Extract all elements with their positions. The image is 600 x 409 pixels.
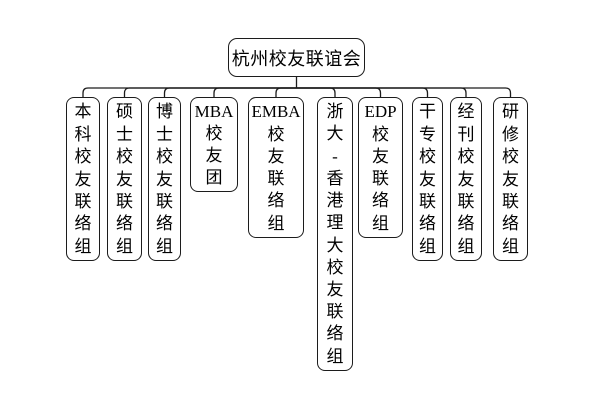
- org-node-text-row: 联: [457, 191, 475, 211]
- org-node-text-row: 浙: [326, 102, 344, 122]
- org-node-2: 硕士校友联络组: [107, 97, 142, 261]
- org-node-text-row: 校: [116, 147, 133, 167]
- org-node-text-row: 络: [502, 214, 519, 234]
- org-node-text-row: 友: [326, 279, 344, 299]
- org-node-text-row: 港: [326, 191, 344, 211]
- org-node-text-row: MBA: [194, 102, 234, 121]
- org-node-text-row: 联: [74, 191, 92, 211]
- org-node-root-label: 杭州校友联谊会: [231, 48, 362, 69]
- org-node-text-row: 友: [502, 169, 519, 189]
- org-node-text-row: 校: [372, 124, 389, 144]
- org-node-text-row: 团: [205, 168, 223, 187]
- org-node-text-row: 校: [156, 147, 173, 167]
- org-node-text-row: 友: [419, 169, 436, 189]
- org-node-text-row: 组: [156, 236, 173, 256]
- org-node-text-row: 校: [205, 124, 223, 143]
- org-node-text-row: 友: [372, 146, 389, 166]
- org-node-text-row: 大: [326, 124, 344, 144]
- org-node-text-row: 校: [419, 147, 436, 167]
- org-node-text-row: 联: [267, 169, 285, 189]
- org-node-text-row: 联: [419, 191, 436, 211]
- org-node-text-row: EDP: [364, 102, 397, 122]
- org-node-text-row: 络: [156, 214, 173, 234]
- org-node-text-row: 校: [502, 147, 519, 167]
- org-node-text-row: 香: [326, 168, 344, 188]
- org-node-text-row: 联: [326, 302, 344, 322]
- org-node-text-row: 络: [267, 191, 285, 211]
- org-node-text-row: 组: [372, 213, 389, 233]
- org-node-text-row: 联: [502, 191, 519, 211]
- org-node-text-row: 硕: [116, 102, 133, 122]
- org-node-text-row: 科: [74, 124, 92, 144]
- org-node-text-row: 络: [326, 324, 344, 344]
- org-node-text-row: 修: [502, 124, 519, 144]
- org-node-text-row: 本: [74, 102, 92, 122]
- org-node-text-row: 大: [326, 235, 344, 255]
- org-node-text-row: EMBA: [251, 102, 301, 122]
- org-node-text-row: 校: [74, 147, 92, 167]
- org-node-text-row: 络: [372, 191, 389, 211]
- org-node-text-row: 联: [372, 169, 389, 189]
- org-node-3: 博士校友联络组: [148, 97, 181, 261]
- org-node-text-row: 干: [419, 102, 436, 122]
- org-node-text-row: 组: [502, 236, 519, 256]
- org-node-10: 研修校友联络组: [493, 97, 528, 261]
- org-node-text-row: 组: [267, 213, 285, 233]
- org-node-4: MBA 校友团: [190, 97, 238, 192]
- org-node-text-row: -: [332, 146, 338, 166]
- org-node-text-row: 研: [502, 102, 519, 122]
- org-node-8: 干专校友联络组: [412, 97, 443, 261]
- org-node-9: 经刊校友联络组: [450, 97, 482, 261]
- org-node-text-row: 士: [116, 124, 133, 144]
- org-node-text-row: 友: [205, 146, 223, 165]
- org-node-text-row: 组: [116, 236, 133, 256]
- org-node-text-row: 联: [156, 191, 173, 211]
- org-node-text-row: 联: [116, 191, 133, 211]
- org-node-text-row: 理: [326, 213, 344, 233]
- org-node-text-row: 博: [156, 102, 173, 122]
- org-node-text-row: 络: [457, 214, 475, 234]
- org-node-text-row: 友: [267, 146, 285, 166]
- org-node-root: 杭州校友联谊会: [228, 38, 365, 77]
- org-node-text-row: 组: [419, 236, 436, 256]
- org-node-text-row: 友: [74, 169, 92, 189]
- org-node-text-row: 专: [419, 124, 436, 144]
- org-node-text-row: 络: [419, 214, 436, 234]
- org-node-text-row: 刊: [457, 124, 475, 144]
- org-node-6: 浙大-香港理大校友联络组: [317, 97, 353, 371]
- org-node-text-row: 络: [116, 214, 133, 234]
- org-node-1: 本科校友联络组: [66, 97, 100, 261]
- org-node-text-row: 友: [156, 169, 173, 189]
- org-node-text-row: 组: [326, 346, 344, 366]
- org-node-text-row: 组: [74, 236, 92, 256]
- org-node-text-row: 校: [267, 124, 285, 144]
- org-node-text-row: 友: [116, 169, 133, 189]
- org-node-text-row: 组: [457, 236, 475, 256]
- org-node-text-row: 士: [156, 124, 173, 144]
- org-node-text-row: 校: [457, 147, 475, 167]
- org-node-text-row: 校: [326, 257, 344, 277]
- org-node-text-row: 络: [74, 214, 92, 234]
- org-node-text-row: 经: [457, 102, 475, 122]
- org-node-text-row: 友: [457, 169, 475, 189]
